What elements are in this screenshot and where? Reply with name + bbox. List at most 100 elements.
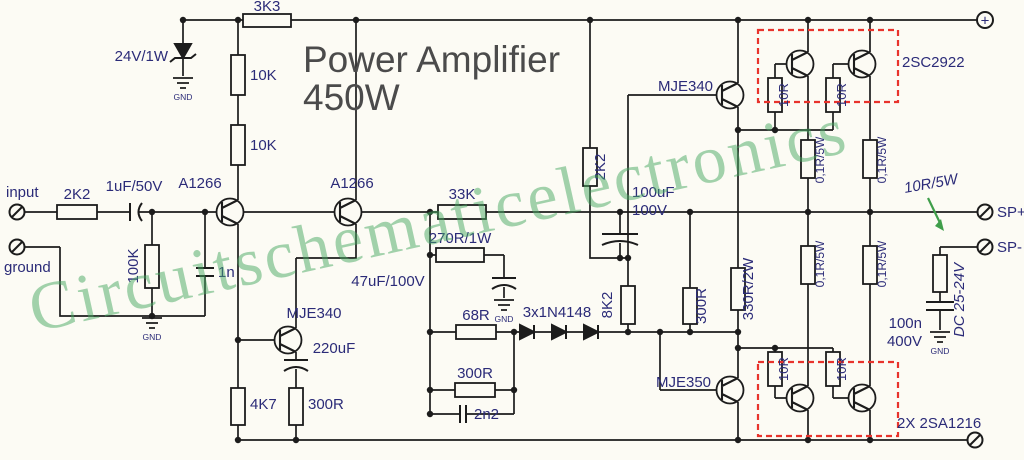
ground-terminal	[8, 238, 26, 256]
resistor-10r-a	[767, 77, 783, 113]
cap-220uf	[283, 359, 309, 372]
label-r-01r-a: 0,1R/5W	[813, 136, 827, 183]
label-q2: A1266	[330, 175, 373, 192]
gnd-symbol-feedback	[494, 299, 514, 311]
cap-1uf-input	[129, 202, 143, 222]
label-q-driver-top: MJE340	[658, 78, 713, 95]
transistor-vas-mje340	[273, 325, 303, 355]
label-q-driver-bottom: MJE350	[656, 374, 711, 391]
input-terminal	[8, 203, 26, 221]
label-c-100uf-line2: 100V	[632, 202, 667, 219]
resistor-68r	[455, 324, 497, 340]
label-q-output-top: 2SC2922	[902, 54, 965, 71]
gnd-symbol-zobel	[930, 331, 950, 343]
transistor-q2-a1266	[333, 197, 363, 227]
junction-dots	[148, 16, 874, 444]
resistor-2k2-input	[56, 204, 98, 220]
resistor-10k-b	[230, 124, 246, 166]
resistor-300r-c	[682, 287, 698, 325]
terminals	[8, 11, 994, 449]
resistor-300r-a	[288, 387, 304, 426]
label-r-10r-c: 10R	[776, 357, 791, 381]
resistor-300r-b	[454, 382, 496, 398]
label-c-1uf: 1uF/50V	[106, 178, 163, 195]
label-ground: ground	[4, 259, 51, 276]
label-r-68r: 68R	[462, 307, 490, 324]
resistor-01r-a	[800, 139, 816, 179]
ground-symbols	[142, 77, 950, 343]
resistor-10r-c	[767, 351, 783, 387]
label-dc-note: DC 25-24V	[951, 261, 968, 337]
label-d-bias: 3x1N4148	[523, 304, 591, 321]
label-r-2k2-b: 2K2	[592, 154, 609, 181]
label-r-zobel: 10R/5W	[903, 170, 961, 196]
label-r-33k: 33K	[449, 186, 476, 203]
gnd-symbol-input	[142, 317, 162, 329]
label-r-10r-b: 10R	[834, 83, 849, 107]
label-r-01r-c: 0,1R/5W	[813, 240, 827, 287]
label-c-100n-line1: 100n	[889, 315, 922, 332]
resistors	[56, 13, 948, 426]
sp-minus-terminal	[976, 238, 994, 256]
label-q1: A1266	[178, 175, 221, 192]
label-r-10k-b: 10K	[250, 137, 277, 154]
transistor-output-npn-1	[785, 49, 815, 79]
vminus-terminal	[966, 431, 984, 449]
label-c-100n-line2: 400V	[887, 333, 922, 350]
label-c-220uf: 220uF	[313, 340, 356, 357]
diode-1n4148-3	[583, 323, 601, 341]
highlight-box-npn-pair	[756, 28, 900, 104]
label-r-330r: 330R/2W	[740, 257, 757, 320]
label-r-01r-d: 0,1R/5W	[875, 240, 889, 287]
label-r-100k: 100K	[125, 248, 142, 283]
label-zener: 24V/1W	[115, 48, 169, 65]
label-r-300r-b: 300R	[457, 365, 493, 382]
label-vplus: +	[981, 13, 990, 30]
label-r-8k2: 8K2	[599, 292, 616, 319]
transistor-q1-a1266	[215, 197, 245, 227]
transistor-internals	[220, 51, 871, 411]
label-input: input	[6, 184, 39, 201]
cap-100uf	[601, 233, 639, 246]
resistor-4k7	[230, 387, 246, 426]
resistor-2k2-b	[582, 147, 598, 187]
schematic-title-line2: 450W	[303, 77, 400, 118]
transistors	[215, 49, 877, 413]
resistor-270r	[435, 247, 485, 263]
wire-net	[24, 19, 977, 441]
label-c-2n2: 2n2	[474, 406, 499, 423]
label-gnd-feedback: GND	[495, 314, 514, 324]
zener-bar	[169, 53, 197, 63]
zener-diode	[173, 43, 193, 61]
label-sp-minus: SP-	[997, 239, 1022, 256]
cap-2n2	[459, 405, 467, 423]
resistor-01r-c	[800, 245, 816, 285]
resistor-zobel-10r5w	[932, 254, 948, 293]
transistor-output-npn-2	[847, 49, 877, 79]
label-c-100uf-line1: 100uF	[632, 184, 675, 201]
label-r-300r-a: 300R	[308, 396, 344, 413]
resistor-100k	[144, 244, 160, 289]
diode-1n4148-2	[551, 323, 569, 341]
resistor-10r-b	[825, 77, 841, 113]
resistor-01r-b	[862, 139, 878, 179]
zobel-pointer-arrow	[927, 197, 944, 231]
highlight-boxes	[756, 28, 900, 438]
label-r-4k7: 4K7	[250, 396, 277, 413]
vplus-terminal	[976, 11, 994, 29]
resistor-330r	[730, 267, 746, 311]
watermark-text: Circuitschematicelectronics	[22, 91, 855, 346]
resistor-33k	[437, 204, 487, 220]
resistor-10k-a	[230, 54, 246, 96]
label-gnd-zener: GND	[174, 92, 193, 102]
resistor-10r-d	[825, 351, 841, 387]
labels: Power Amplifier 450W 3K3 24V/1W 10K 10K …	[4, 0, 1024, 432]
resistor-8k2	[620, 285, 636, 325]
label-r-3k3: 3K3	[254, 0, 281, 15]
cap-47uf	[491, 277, 517, 290]
transistor-output-pnp-1	[785, 383, 815, 413]
resistor-01r-d	[862, 245, 878, 285]
label-q-vas: MJE340	[286, 305, 341, 322]
label-r-10k-a: 10K	[250, 67, 277, 84]
